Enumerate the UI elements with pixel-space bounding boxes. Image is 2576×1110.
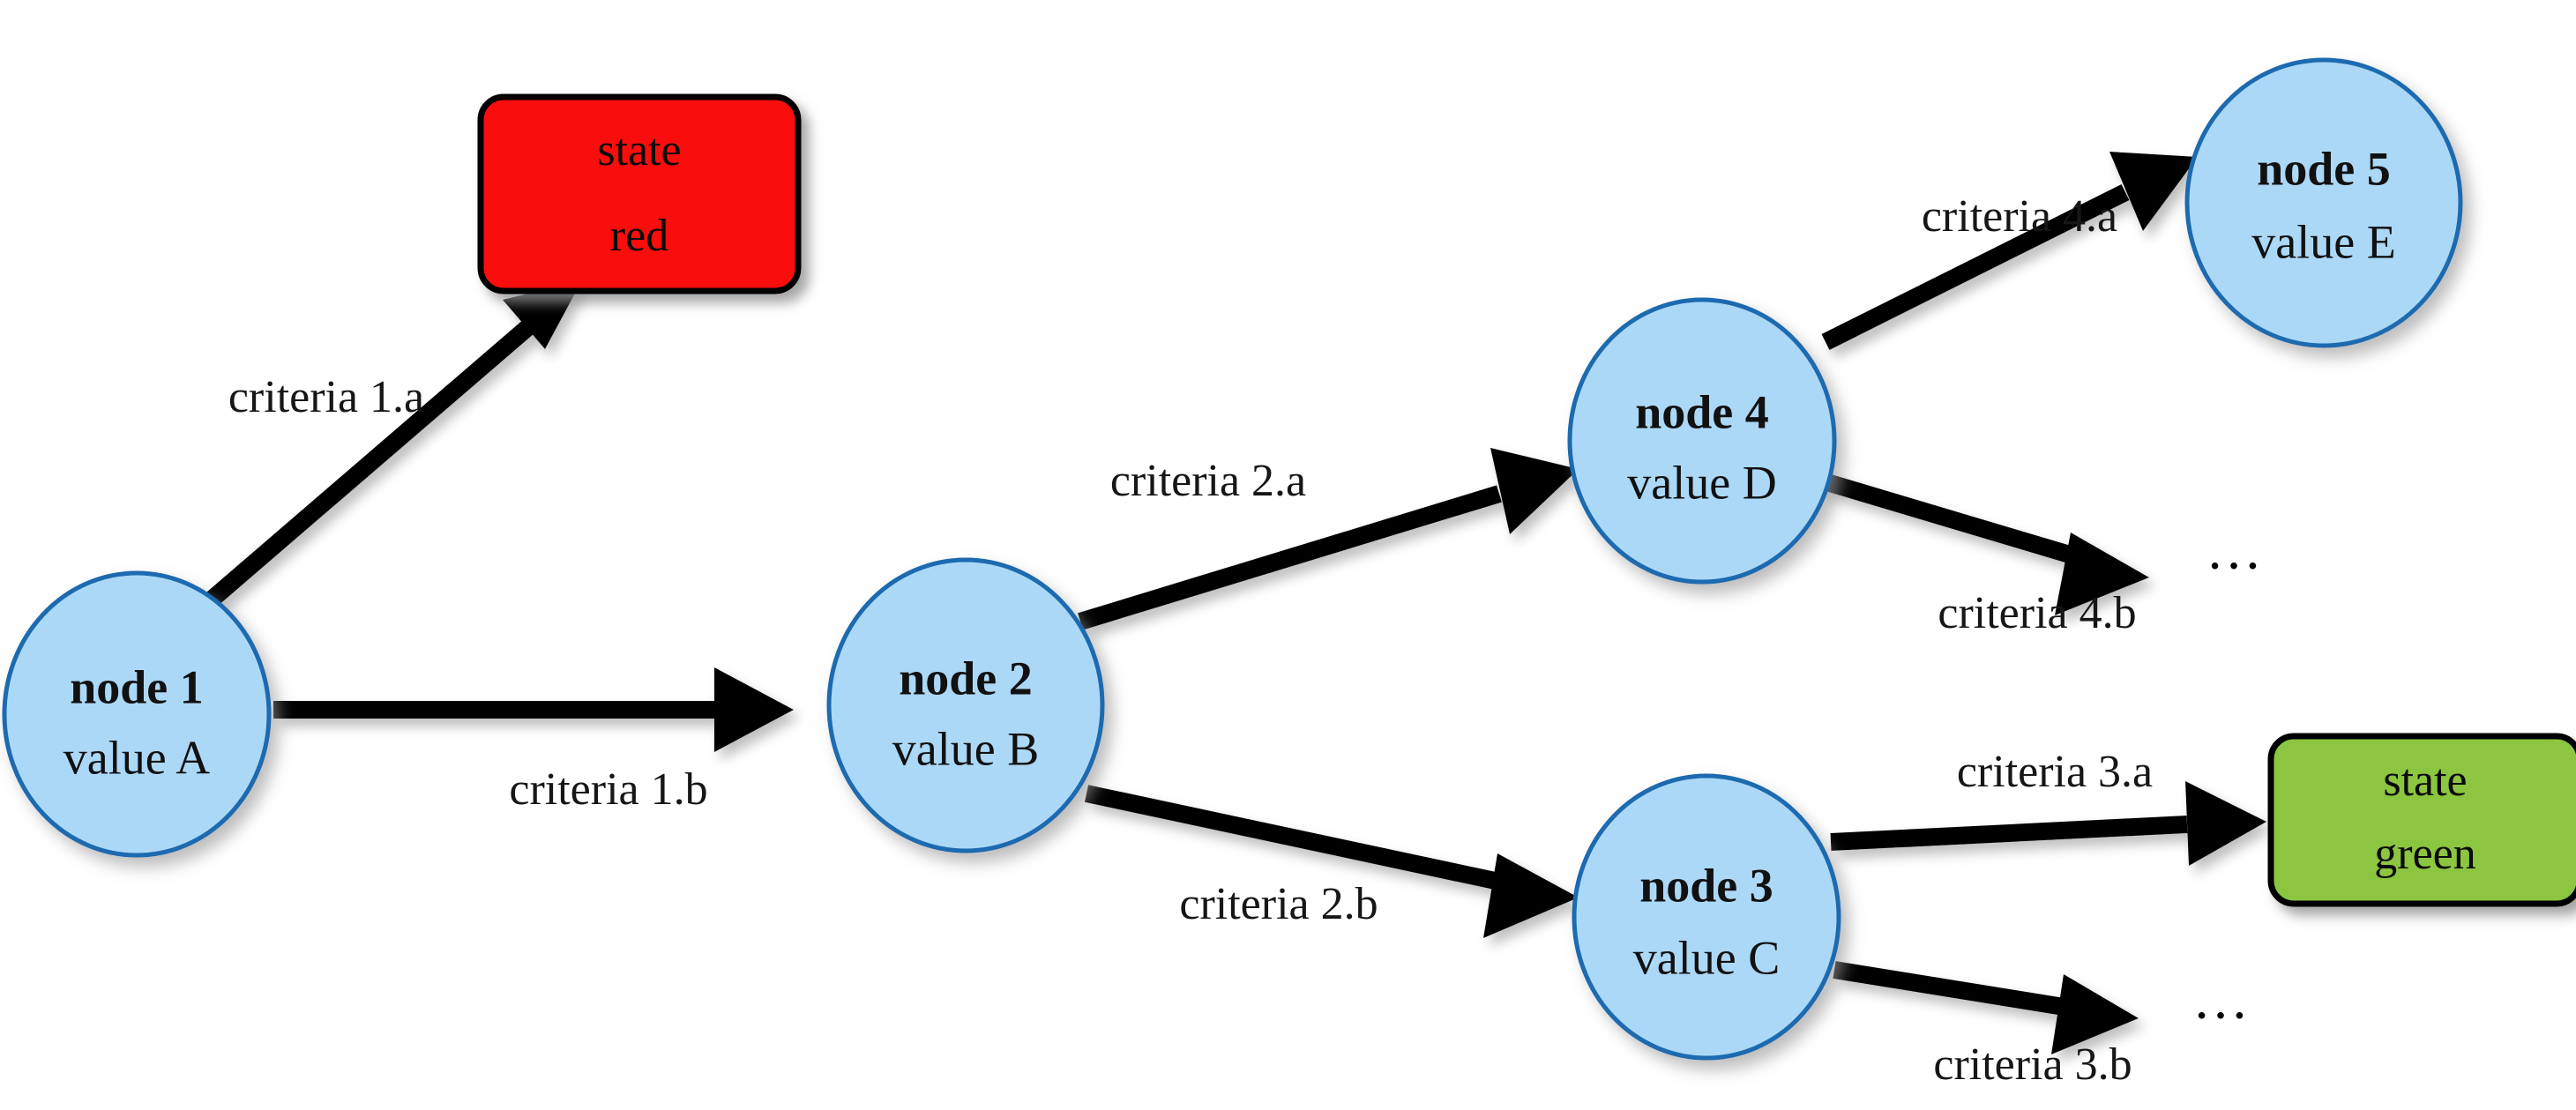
edge-criteria-3b — [1833, 961, 2139, 1054]
node5-title: node 5 — [2257, 142, 2391, 195]
node-node2[interactable]: node 2 value B — [826, 557, 1105, 853]
edge-criteria-4b — [1818, 472, 2149, 615]
node-node1[interactable]: node 1 value A — [2, 570, 272, 858]
edge-criteria-2a — [1078, 448, 1579, 630]
edge-label-criteria-4b: criteria 4.b — [1938, 588, 2136, 638]
edge-label-criteria-3a: criteria 3.a — [1957, 747, 2153, 797]
edge-line-criteria-3a — [1830, 816, 2188, 851]
arrow-head-criteria-2a — [1490, 448, 1579, 534]
node-node3[interactable]: node 3 value C — [1572, 773, 1841, 1061]
edge-criteria-2b — [1084, 785, 1579, 938]
edge-line-criteria-4b — [1818, 472, 2075, 564]
node3-shape[interactable] — [1572, 773, 1841, 1061]
edge-label-criteria-2b: criteria 2.b — [1179, 879, 1378, 929]
arrow-head-criteria-4a — [2109, 152, 2198, 231]
state-green-line2: green — [2374, 829, 2475, 879]
ellipsis-icon-bottom: … — [2192, 968, 2252, 1031]
edge-label-criteria-3b: criteria 3.b — [1933, 1039, 2132, 1090]
node4-shape[interactable] — [1567, 297, 1837, 585]
state-red-line2: red — [610, 211, 668, 261]
node-node4[interactable]: node 4 value D — [1567, 297, 1837, 585]
edge-criteria-1a — [205, 280, 582, 607]
node-node5[interactable]: node 5 value E — [2184, 57, 2463, 348]
node2-shape[interactable] — [826, 557, 1105, 853]
edge-criteria-4a — [1821, 152, 2198, 350]
edge-line-criteria-2b — [1084, 785, 1502, 890]
edge-label-criteria-4a: criteria 4.a — [1922, 191, 2117, 242]
node1-shape[interactable] — [2, 570, 272, 858]
node2-value: value B — [892, 722, 1039, 775]
edge-label-criteria-2a: criteria 2.a — [1110, 456, 1306, 506]
arrow-head-criteria-3b — [2051, 974, 2139, 1054]
node1-title: node 1 — [70, 660, 204, 713]
arrow-head-criteria-1b — [714, 667, 794, 752]
state-red-line1: state — [597, 125, 681, 175]
node3-value: value C — [1633, 931, 1780, 984]
node4-value: value D — [1627, 456, 1776, 509]
node5-value: value E — [2251, 215, 2395, 268]
edge-line-criteria-3b — [1833, 961, 2065, 1016]
edge-line-criteria-1a — [205, 319, 535, 607]
node3-title: node 3 — [1639, 859, 1773, 912]
arrow-head-criteria-3a — [2185, 781, 2266, 866]
ellipsis-icon-top: … — [2206, 518, 2266, 581]
edge-criteria-3a — [1830, 781, 2266, 866]
state-green-line1: state — [2383, 756, 2467, 806]
node4-title: node 4 — [1635, 385, 1769, 438]
node5-shape[interactable] — [2184, 57, 2463, 348]
arrow-head-criteria-4b — [2055, 533, 2149, 615]
edge-line-criteria-2a — [1078, 485, 1502, 630]
edge-criteria-1b — [273, 667, 794, 752]
state-box-red[interactable]: state red — [477, 93, 802, 294]
state-green-shape[interactable] — [2267, 733, 2576, 907]
arrow-head-criteria-2b — [1483, 853, 1579, 938]
arrow-head-criteria-1a — [503, 280, 582, 349]
state-box-green[interactable]: state green — [2267, 733, 2576, 907]
edge-label-criteria-1b: criteria 1.b — [509, 764, 707, 815]
node2-title: node 2 — [899, 652, 1033, 704]
edge-line-criteria-4a — [1821, 184, 2130, 350]
node1-value: value A — [63, 731, 210, 784]
edge-label-criteria-1a: criteria 1.a — [228, 372, 424, 422]
state-red-shape[interactable] — [477, 93, 802, 294]
